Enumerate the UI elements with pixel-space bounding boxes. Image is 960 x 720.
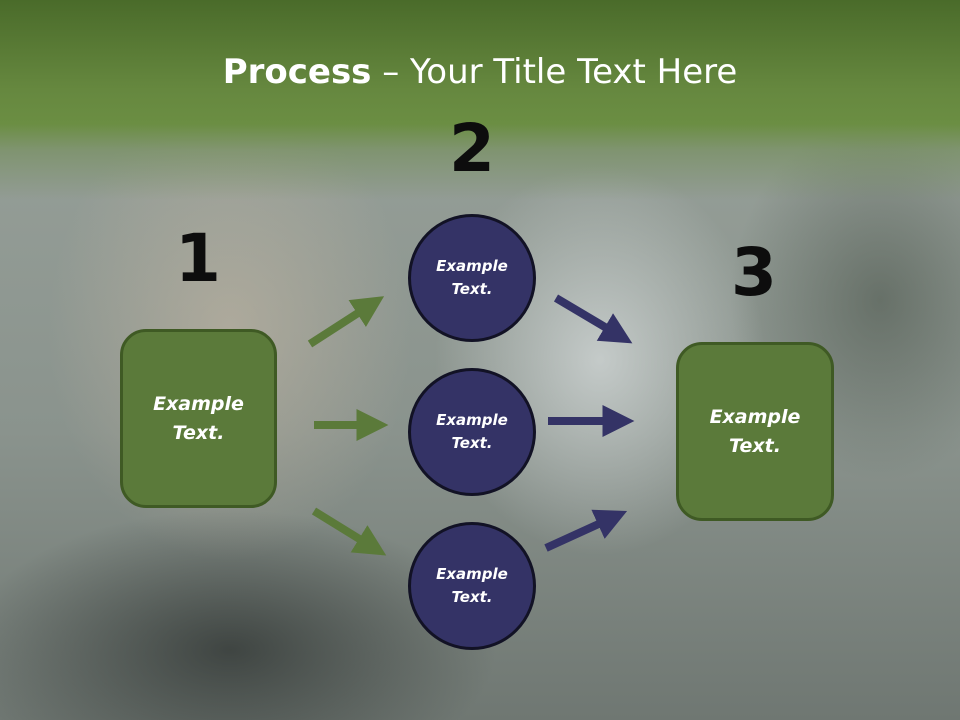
title-bold: Process [222, 52, 372, 92]
title-rest: – Your Title Text Here [371, 52, 738, 92]
step-number-1: 1 [175, 220, 221, 297]
circle-middle: Example Text. [408, 368, 536, 496]
circle-bottom-text: Example Text. [436, 564, 508, 606]
step-number-3: 3 [731, 234, 777, 311]
circle-top: Example Text. [408, 214, 536, 342]
step-number-2: 2 [449, 110, 495, 187]
arrow-navy-up [544, 509, 628, 552]
title-bar [0, 0, 960, 200]
circle-middle-text: Example Text. [436, 410, 508, 452]
circle-top-text: Example Text. [436, 256, 508, 298]
left-box-text: Example Text. [153, 393, 244, 444]
right-box: Example Text. [676, 342, 834, 521]
arrow-green-up [307, 296, 385, 348]
arrow-navy-down [553, 294, 633, 344]
arrow-green-down [311, 507, 387, 556]
slide-title: Process – Your Title Text Here [0, 52, 960, 92]
circle-bottom: Example Text. [408, 522, 536, 650]
right-box-text: Example Text. [709, 406, 801, 457]
left-box: Example Text. [120, 329, 277, 508]
